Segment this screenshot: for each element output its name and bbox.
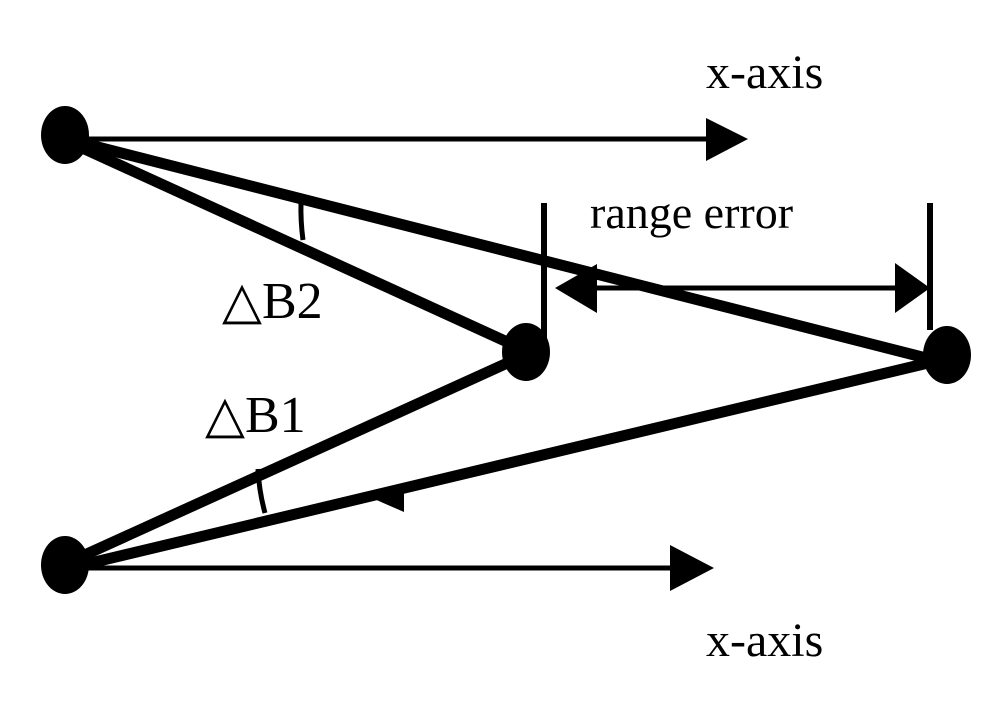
ray-top-left-to-right-target (72, 136, 936, 365)
ray-group (72, 136, 936, 572)
x-axis-top-group (85, 118, 748, 161)
range-error-arrowhead-right (895, 263, 930, 313)
x-axis-top-label: x-axis (706, 46, 823, 99)
x-axis-bottom-label: x-axis (706, 614, 823, 667)
target-right-node (923, 326, 971, 384)
ray-direction-nick-icon (372, 490, 404, 512)
ray-top-left-to-middle-target (72, 140, 522, 352)
x-axis-top-arrowhead (706, 118, 748, 161)
ray-bottom-left-to-right-target (72, 357, 934, 572)
range-error-label: range error (590, 187, 793, 238)
range-error-arrowhead-left (555, 264, 597, 313)
x-axis-bottom-group (85, 545, 714, 591)
sensor-top-left-node (41, 106, 89, 164)
range-error-measure-group (541, 203, 933, 352)
x-axis-bottom-arrowhead (670, 545, 714, 591)
angle-arc-delta-b1 (255, 468, 268, 514)
target-middle-node (502, 323, 550, 381)
ray-bottom-left-to-middle-target (72, 354, 520, 564)
sensor-bottom-left-node (41, 536, 89, 594)
angle-arc-delta-b2 (298, 201, 306, 241)
delta-b1-label: △B1 (205, 387, 306, 444)
delta-b2-label: △B2 (222, 273, 323, 330)
